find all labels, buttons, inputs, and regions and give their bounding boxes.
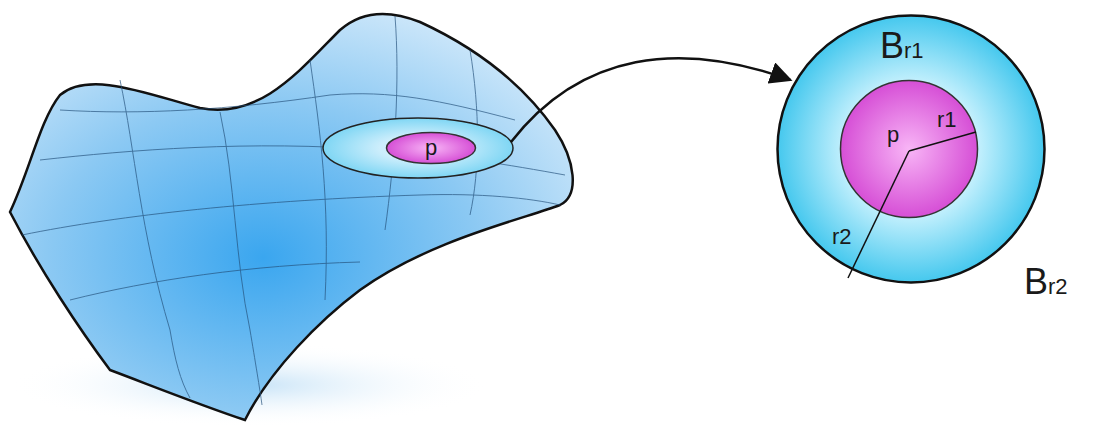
point-label: p <box>887 124 899 146</box>
outer-ball: Br2r2Br1pr1 <box>776 14 1046 284</box>
point-neighbourhood: p <box>385 131 477 165</box>
ball-label: Br2 <box>1024 264 1068 300</box>
inner-ball: Br1pr1 <box>839 79 979 219</box>
radius-label: r2 <box>832 226 852 248</box>
radius-lines <box>839 79 979 219</box>
manifold-surface <box>10 14 573 420</box>
surface-grid <box>22 16 565 405</box>
mapping-arrow <box>511 58 790 142</box>
radius-label: r1 <box>937 109 957 131</box>
ball-label: Br1 <box>880 28 924 64</box>
pink-outline <box>839 79 979 219</box>
point-label: p <box>425 137 437 159</box>
neighbourhood-ellipse <box>323 118 513 178</box>
